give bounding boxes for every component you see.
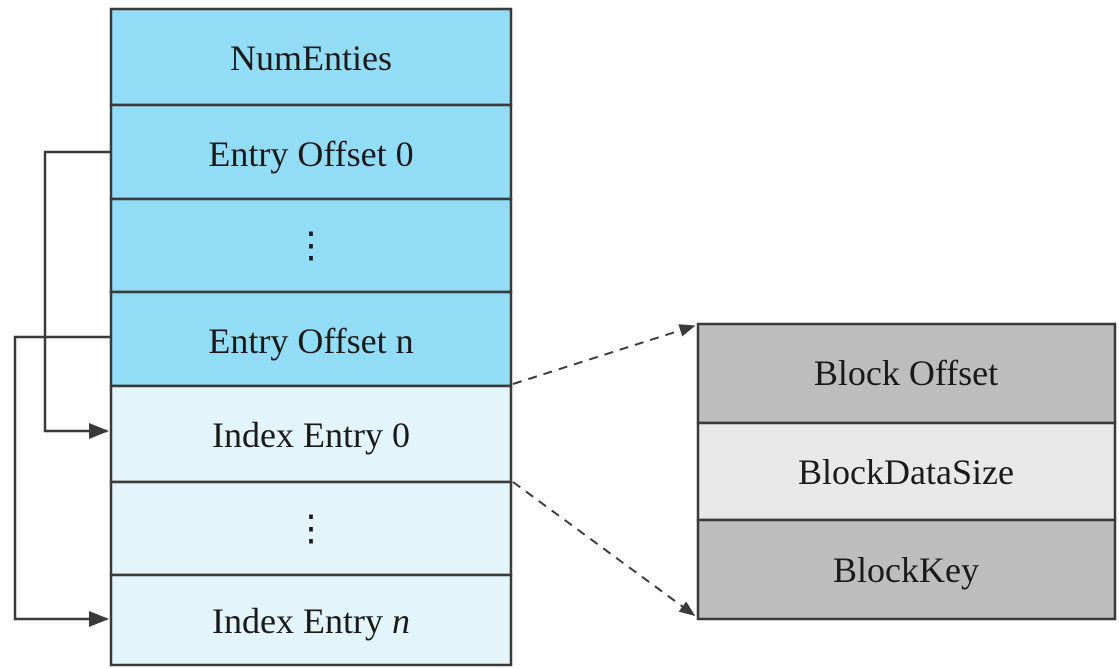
header-ellipsis-label: ⋮ [293,225,329,265]
entry-offset-n-box [109,290,513,388]
offset-n-connector-arrow [13,335,111,627]
index-header-section: NumEnties Entry Offset 0 ⋮ Entry Offset … [109,7,513,388]
block-key-label: BlockKey [833,550,979,590]
block-key-box [696,518,1117,621]
block-offset-cell: Block Offset [696,322,1117,425]
block-data-size-cell: BlockDataSize [696,421,1117,522]
block-key-cell: BlockKey [696,518,1117,621]
entry-offset-0-label: Entry Offset 0 [208,134,413,174]
entries-ellipsis-box [109,480,513,577]
header-ellipsis-box [109,197,513,294]
index-entry-n-text: Index Entry [212,601,392,641]
num-entries-box [109,7,513,107]
entries-ellipsis-cell: ⋮ [109,480,513,577]
entry-offset-0-cell: Entry Offset 0 [109,103,513,201]
header-ellipsis-cell: ⋮ [109,197,513,294]
entry-offset-n-label: Entry Offset n [208,321,413,361]
entry-offset-n-cell: Entry Offset n [109,290,513,388]
index-entry-n-cell: Index Entry n [109,573,513,667]
entry-offset-0-box [109,103,513,201]
index-entry-n-box [109,573,513,667]
index-entry-n-label: Index Entry n [212,601,410,641]
entries-ellipsis-label: ⋮ [293,508,329,548]
block-offset-box [696,322,1117,425]
entry-detail-section: Block Offset BlockDataSize BlockKey [696,322,1117,621]
index-entries-section: Index Entry 0 ⋮ Index Entry n [109,384,513,667]
expand-bottom-dashed-arrow [512,481,696,616]
index-entry-n-suffix: n [392,601,410,641]
block-data-size-label: BlockDataSize [798,452,1014,492]
num-entries-label: NumEnties [230,38,392,78]
index-entry-0-cell: Index Entry 0 [109,384,513,484]
num-entries-cell: NumEnties [109,7,513,107]
expand-top-dashed-arrow [512,324,696,385]
block-offset-label: Block Offset [814,353,998,393]
offset-0-connector-arrow [43,150,111,439]
index-entry-0-label: Index Entry 0 [212,415,410,455]
